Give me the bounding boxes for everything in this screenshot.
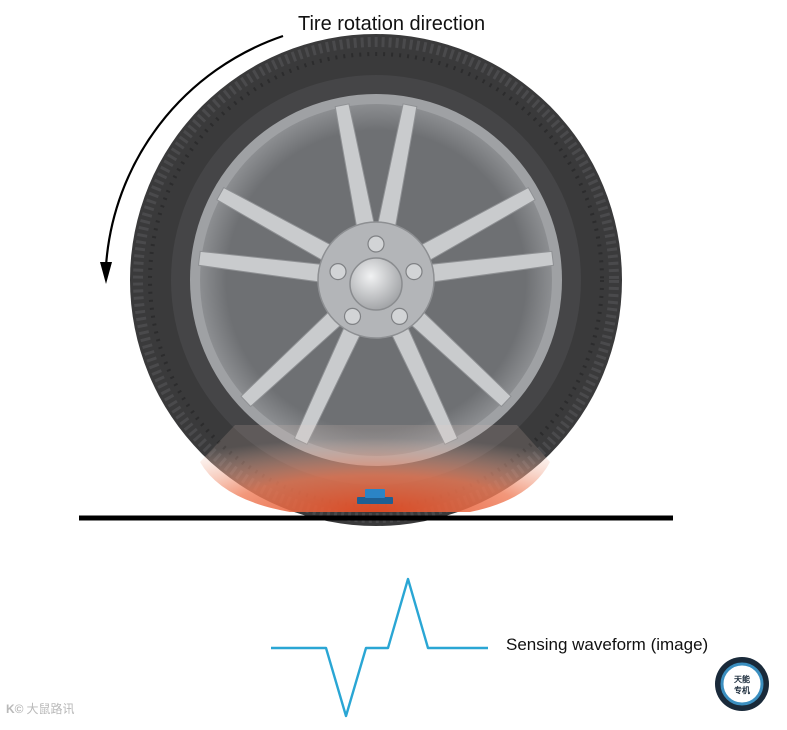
badge-text-bottom: 专机: [734, 685, 750, 695]
sensor-base: [357, 497, 393, 504]
waveform-label: Sensing waveform (image): [506, 635, 709, 654]
tire-tread-inner: [148, 52, 604, 508]
badge-text-top: 天能: [734, 674, 750, 684]
watermark-logo-icon: K©: [6, 702, 24, 716]
wheel: [130, 34, 622, 526]
arrow-head-icon: [100, 262, 112, 284]
rotation-direction-label: Tire rotation direction: [298, 13, 486, 35]
wheel-spokes: [197, 103, 555, 445]
lug-nut: [329, 263, 347, 281]
rotation-arrow-arc: [104, 34, 284, 267]
lug-nut: [405, 263, 423, 281]
lug-nut: [367, 235, 385, 253]
sensor-top: [365, 489, 385, 498]
lug-nuts: [329, 235, 423, 325]
watermark: K©大鼠路讯: [6, 700, 75, 717]
center-cap: [349, 257, 403, 311]
contact-patch-highlight: [200, 425, 550, 512]
lug-nut: [390, 307, 409, 325]
sensing-waveform: [271, 577, 488, 718]
watermark-text: 大鼠路讯: [26, 702, 75, 716]
rotation-direction-arrow: [100, 34, 284, 284]
lug-nut: [343, 307, 362, 325]
road-sensor: [357, 489, 393, 504]
brand-badge-logo: 天能 专机: [715, 657, 769, 711]
